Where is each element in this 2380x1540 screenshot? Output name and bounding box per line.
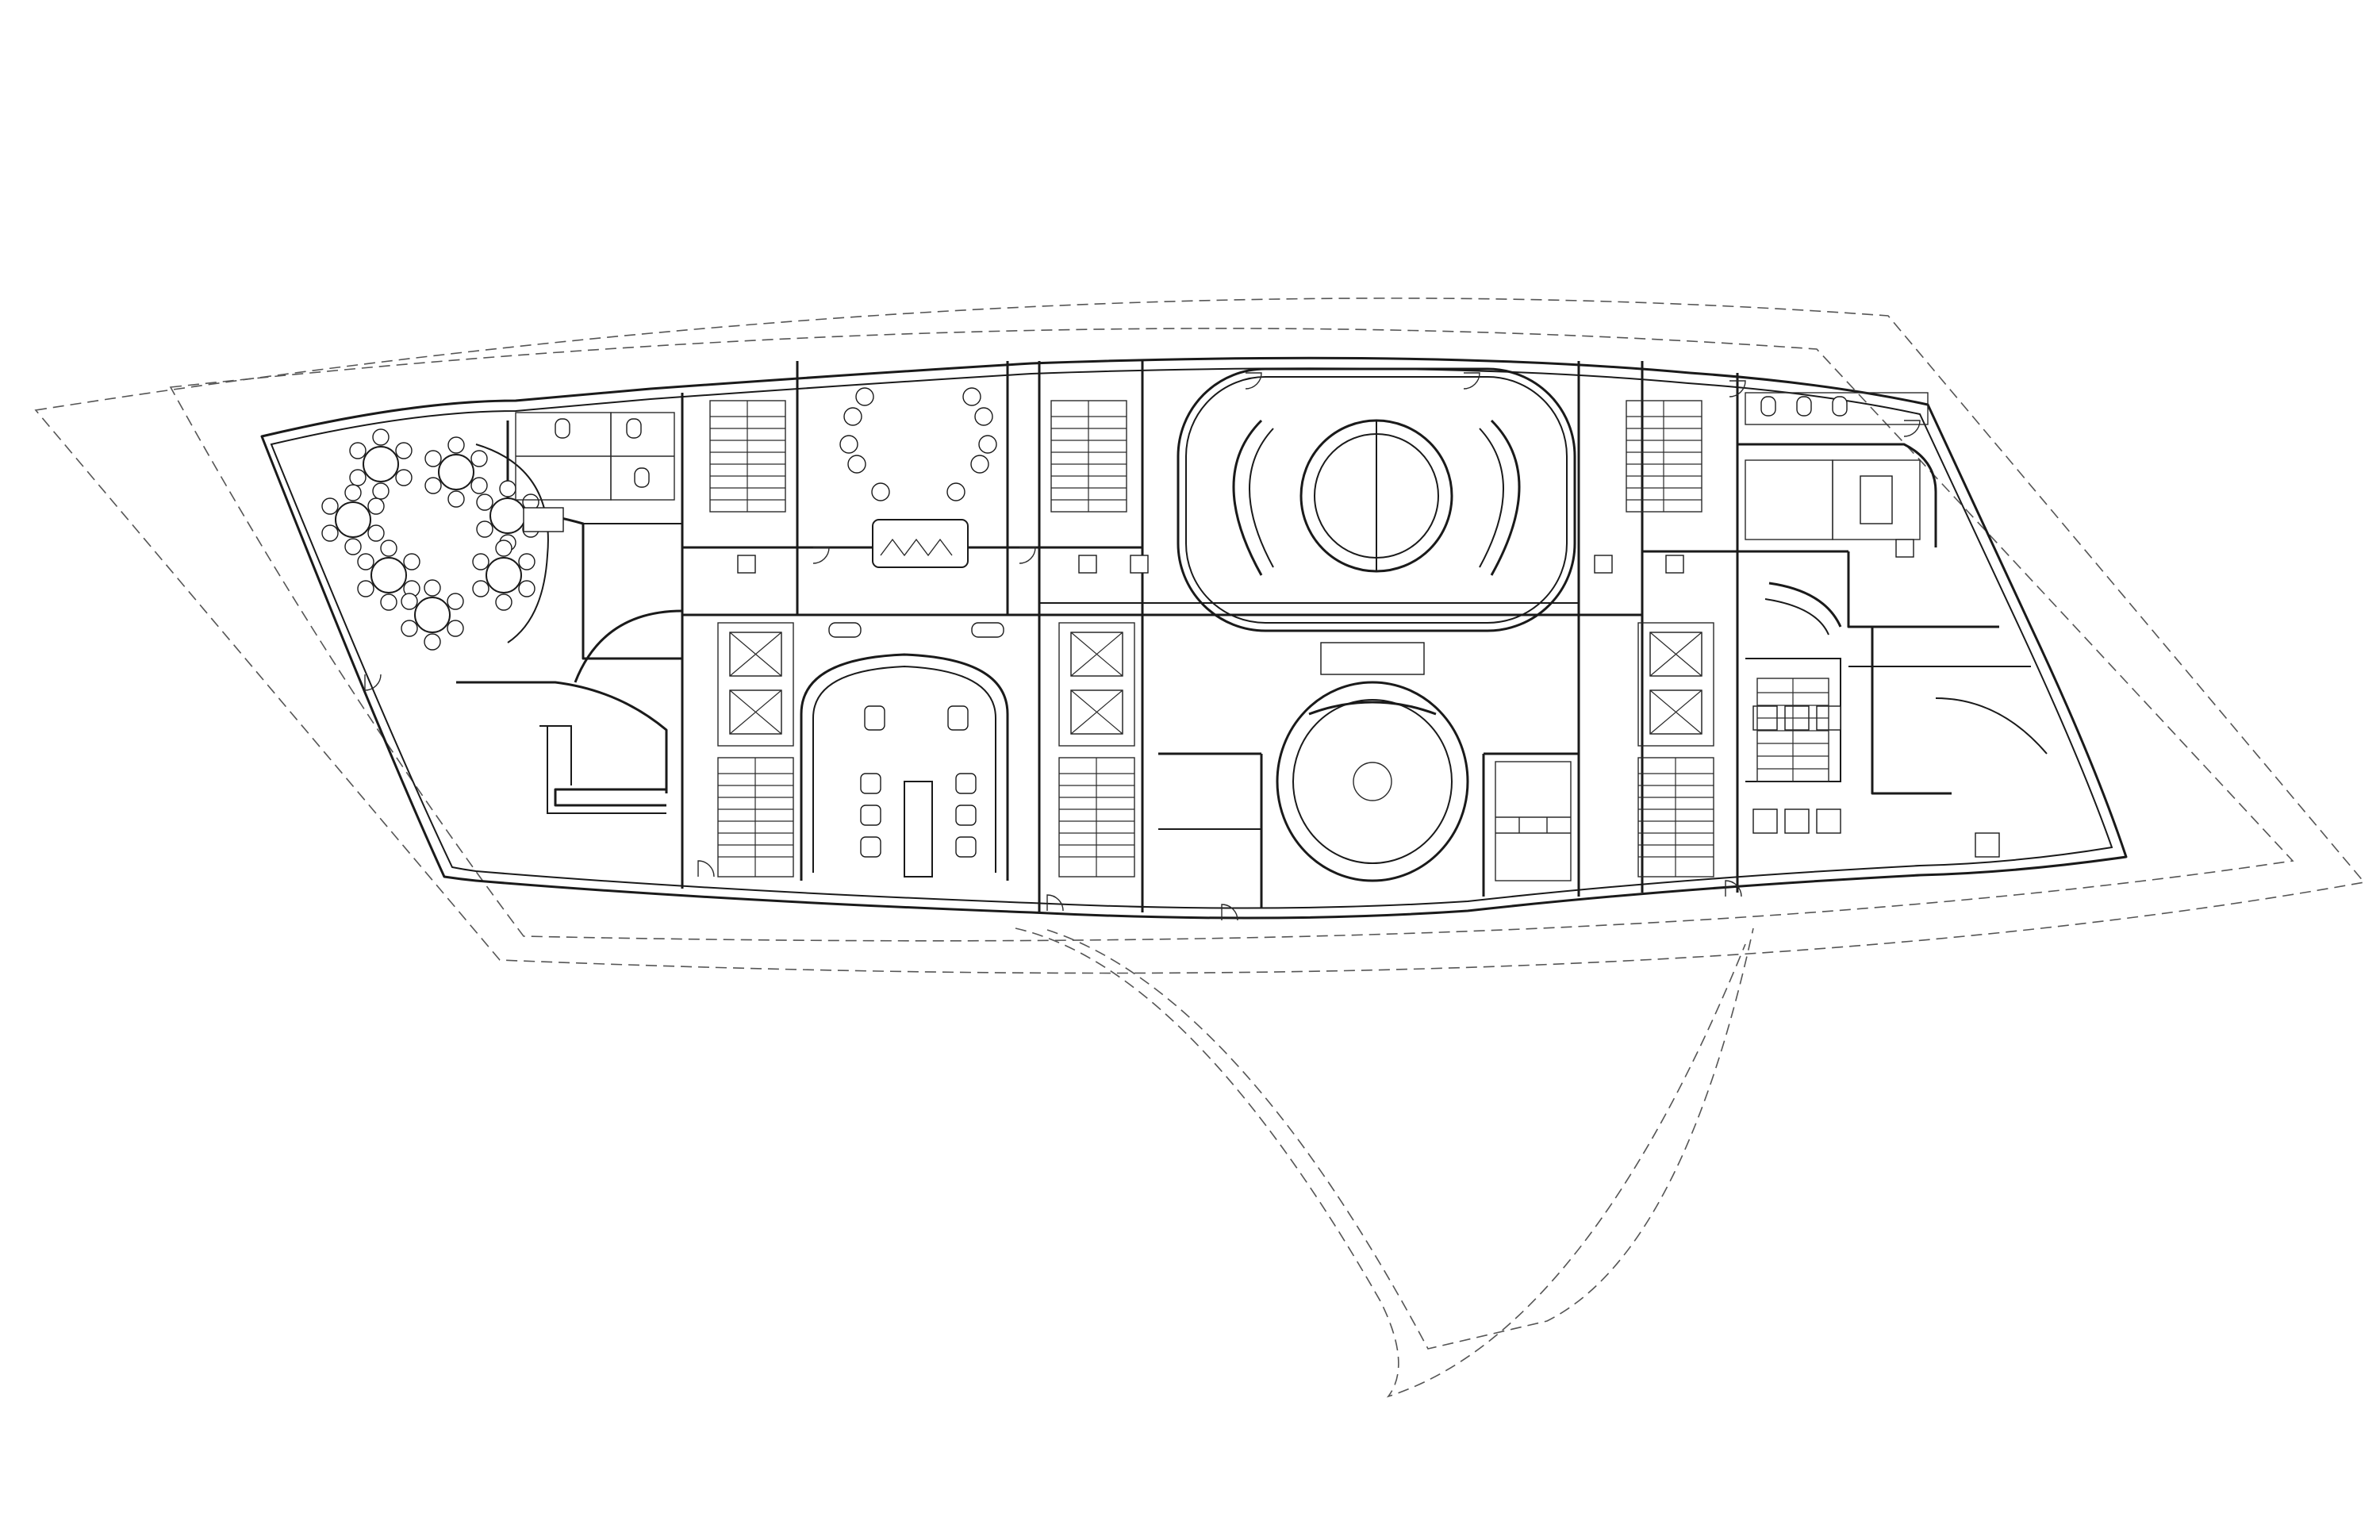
storage-grid: [1495, 761, 1572, 881]
round-table: [349, 428, 413, 500]
corridor-fixtures: [737, 539, 2000, 858]
round-table: [321, 484, 385, 555]
doors: [364, 372, 1921, 921]
stair-core: [717, 757, 794, 878]
lounge-seating: [828, 387, 1004, 638]
round-table: [424, 436, 488, 508]
elevator-cores: [717, 622, 1714, 747]
central-oval-lounge: [1177, 367, 1576, 632]
washroom-right: [1745, 392, 1929, 834]
interior-walls: [456, 361, 2048, 912]
round-table: [357, 540, 420, 611]
reception-desk: [1764, 582, 1842, 636]
stair-core: [1050, 400, 1127, 513]
stair-core: [1058, 757, 1135, 878]
dining-tables: [321, 428, 549, 651]
stair-cores: [709, 400, 1829, 878]
washroom-left: [515, 412, 675, 532]
arched-dining-room: [800, 653, 1009, 881]
elevator-core: [1058, 622, 1135, 747]
round-table: [472, 540, 536, 611]
stair-core: [709, 400, 786, 513]
central-round-room: [1276, 642, 1469, 882]
stair-core: [1637, 757, 1714, 878]
stair-core: [1626, 400, 1702, 513]
round-table: [401, 579, 464, 651]
elevator-core: [1637, 622, 1714, 747]
building-outline: [260, 356, 2128, 920]
elevator-core: [717, 622, 794, 747]
site-boundary-dashed: [34, 298, 2366, 1398]
stair-core: [1756, 678, 1829, 782]
